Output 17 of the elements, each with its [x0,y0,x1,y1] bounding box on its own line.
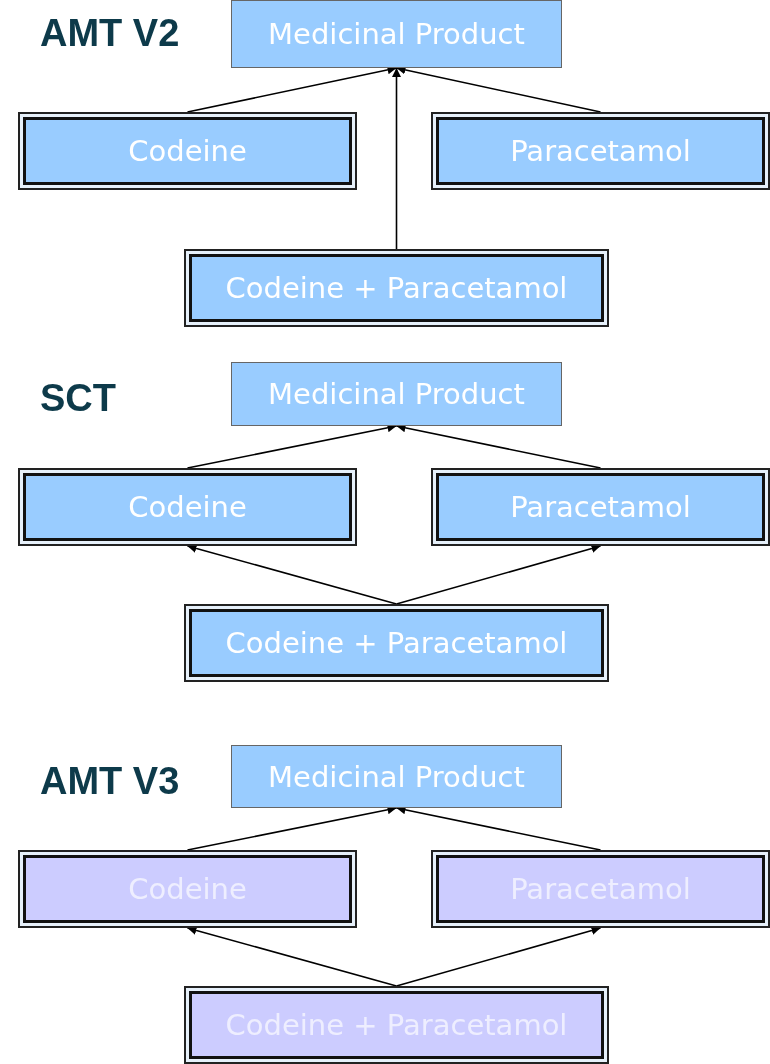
product-box: Medicinal Product [231,0,562,68]
ingredient-box: Codeine + Paracetamol [184,604,609,682]
section-heading: AMT V3 [40,760,180,803]
ingredient-box: Paracetamol [431,112,770,190]
ingredient-box: Codeine [18,112,357,190]
arrow [395,544,602,605]
ingredient-box: Paracetamol [431,468,770,546]
arrow [186,544,398,605]
section-heading: AMT V2 [40,12,180,55]
ingredient-box: Codeine + Paracetamol [184,249,609,327]
arrow [392,67,401,250]
arrow [395,926,602,987]
product-box: Medicinal Product [231,745,562,808]
section-heading: SCT [40,377,116,420]
arrow [186,926,398,987]
ingredient-box: Codeine [18,468,357,546]
product-box: Medicinal Product [231,362,562,426]
